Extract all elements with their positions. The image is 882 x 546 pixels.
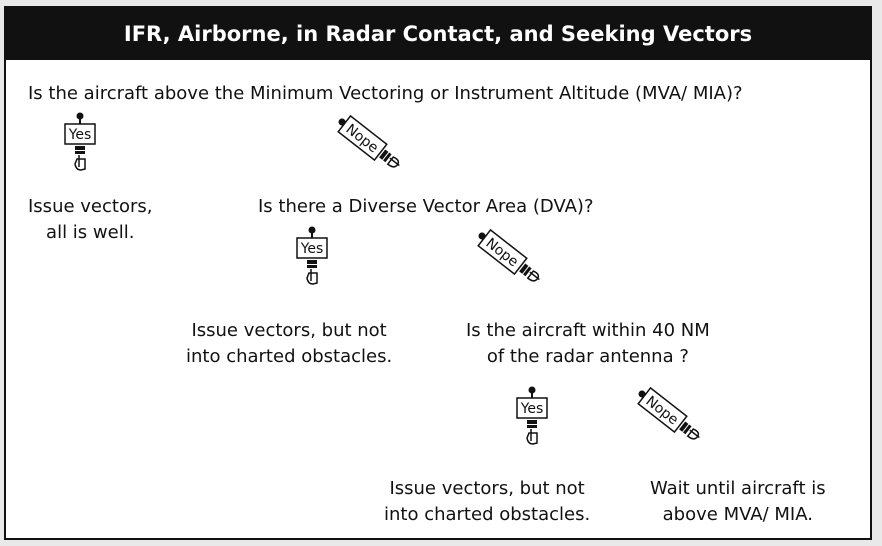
- pointing-hand-icon: [519, 263, 540, 282]
- q2-yes-outcome: Issue vectors, but not into charted obst…: [186, 320, 393, 367]
- q3-yes-label: Yes: [520, 401, 544, 417]
- title: IFR, Airborne, in Radar Contact, and See…: [123, 22, 753, 46]
- q3-yes-outcome: Issue vectors, but not into charted obst…: [384, 478, 591, 525]
- q1-yes-label: Yes: [68, 127, 92, 143]
- question-1: Is the aircraft above the Minimum Vector…: [28, 83, 743, 104]
- q3-yes-sign: Yes: [512, 386, 552, 450]
- question-2: Is there a Diverse Vector Area (DVA)?: [258, 196, 594, 217]
- title-bar: IFR, Airborne, in Radar Contact, and See…: [6, 8, 870, 60]
- q3-no-sign: Nope: [634, 386, 714, 452]
- pointing-hand-icon: [679, 421, 700, 440]
- pointing-hand-icon: [526, 420, 538, 445]
- q1-no-sign: Nope: [334, 114, 414, 180]
- q2-yes-label: Yes: [300, 241, 324, 257]
- q3-no-outcome: Wait until aircraft is above MVA/ MIA.: [650, 478, 826, 525]
- q2-yes-sign: Yes: [292, 226, 332, 290]
- q1-yes-sign: Yes: [60, 112, 100, 176]
- q2-no-sign: Nope: [474, 228, 554, 294]
- q1-yes-outcome: Issue vectors, all is well.: [28, 196, 153, 243]
- flowchart-card: IFR, Airborne, in Radar Contact, and See…: [4, 6, 872, 540]
- pointing-hand-icon: [74, 146, 86, 171]
- question-3: Is the aircraft within 40 NM of the rada…: [466, 320, 710, 367]
- pointing-hand-icon: [306, 260, 318, 285]
- pointing-hand-icon: [379, 149, 400, 168]
